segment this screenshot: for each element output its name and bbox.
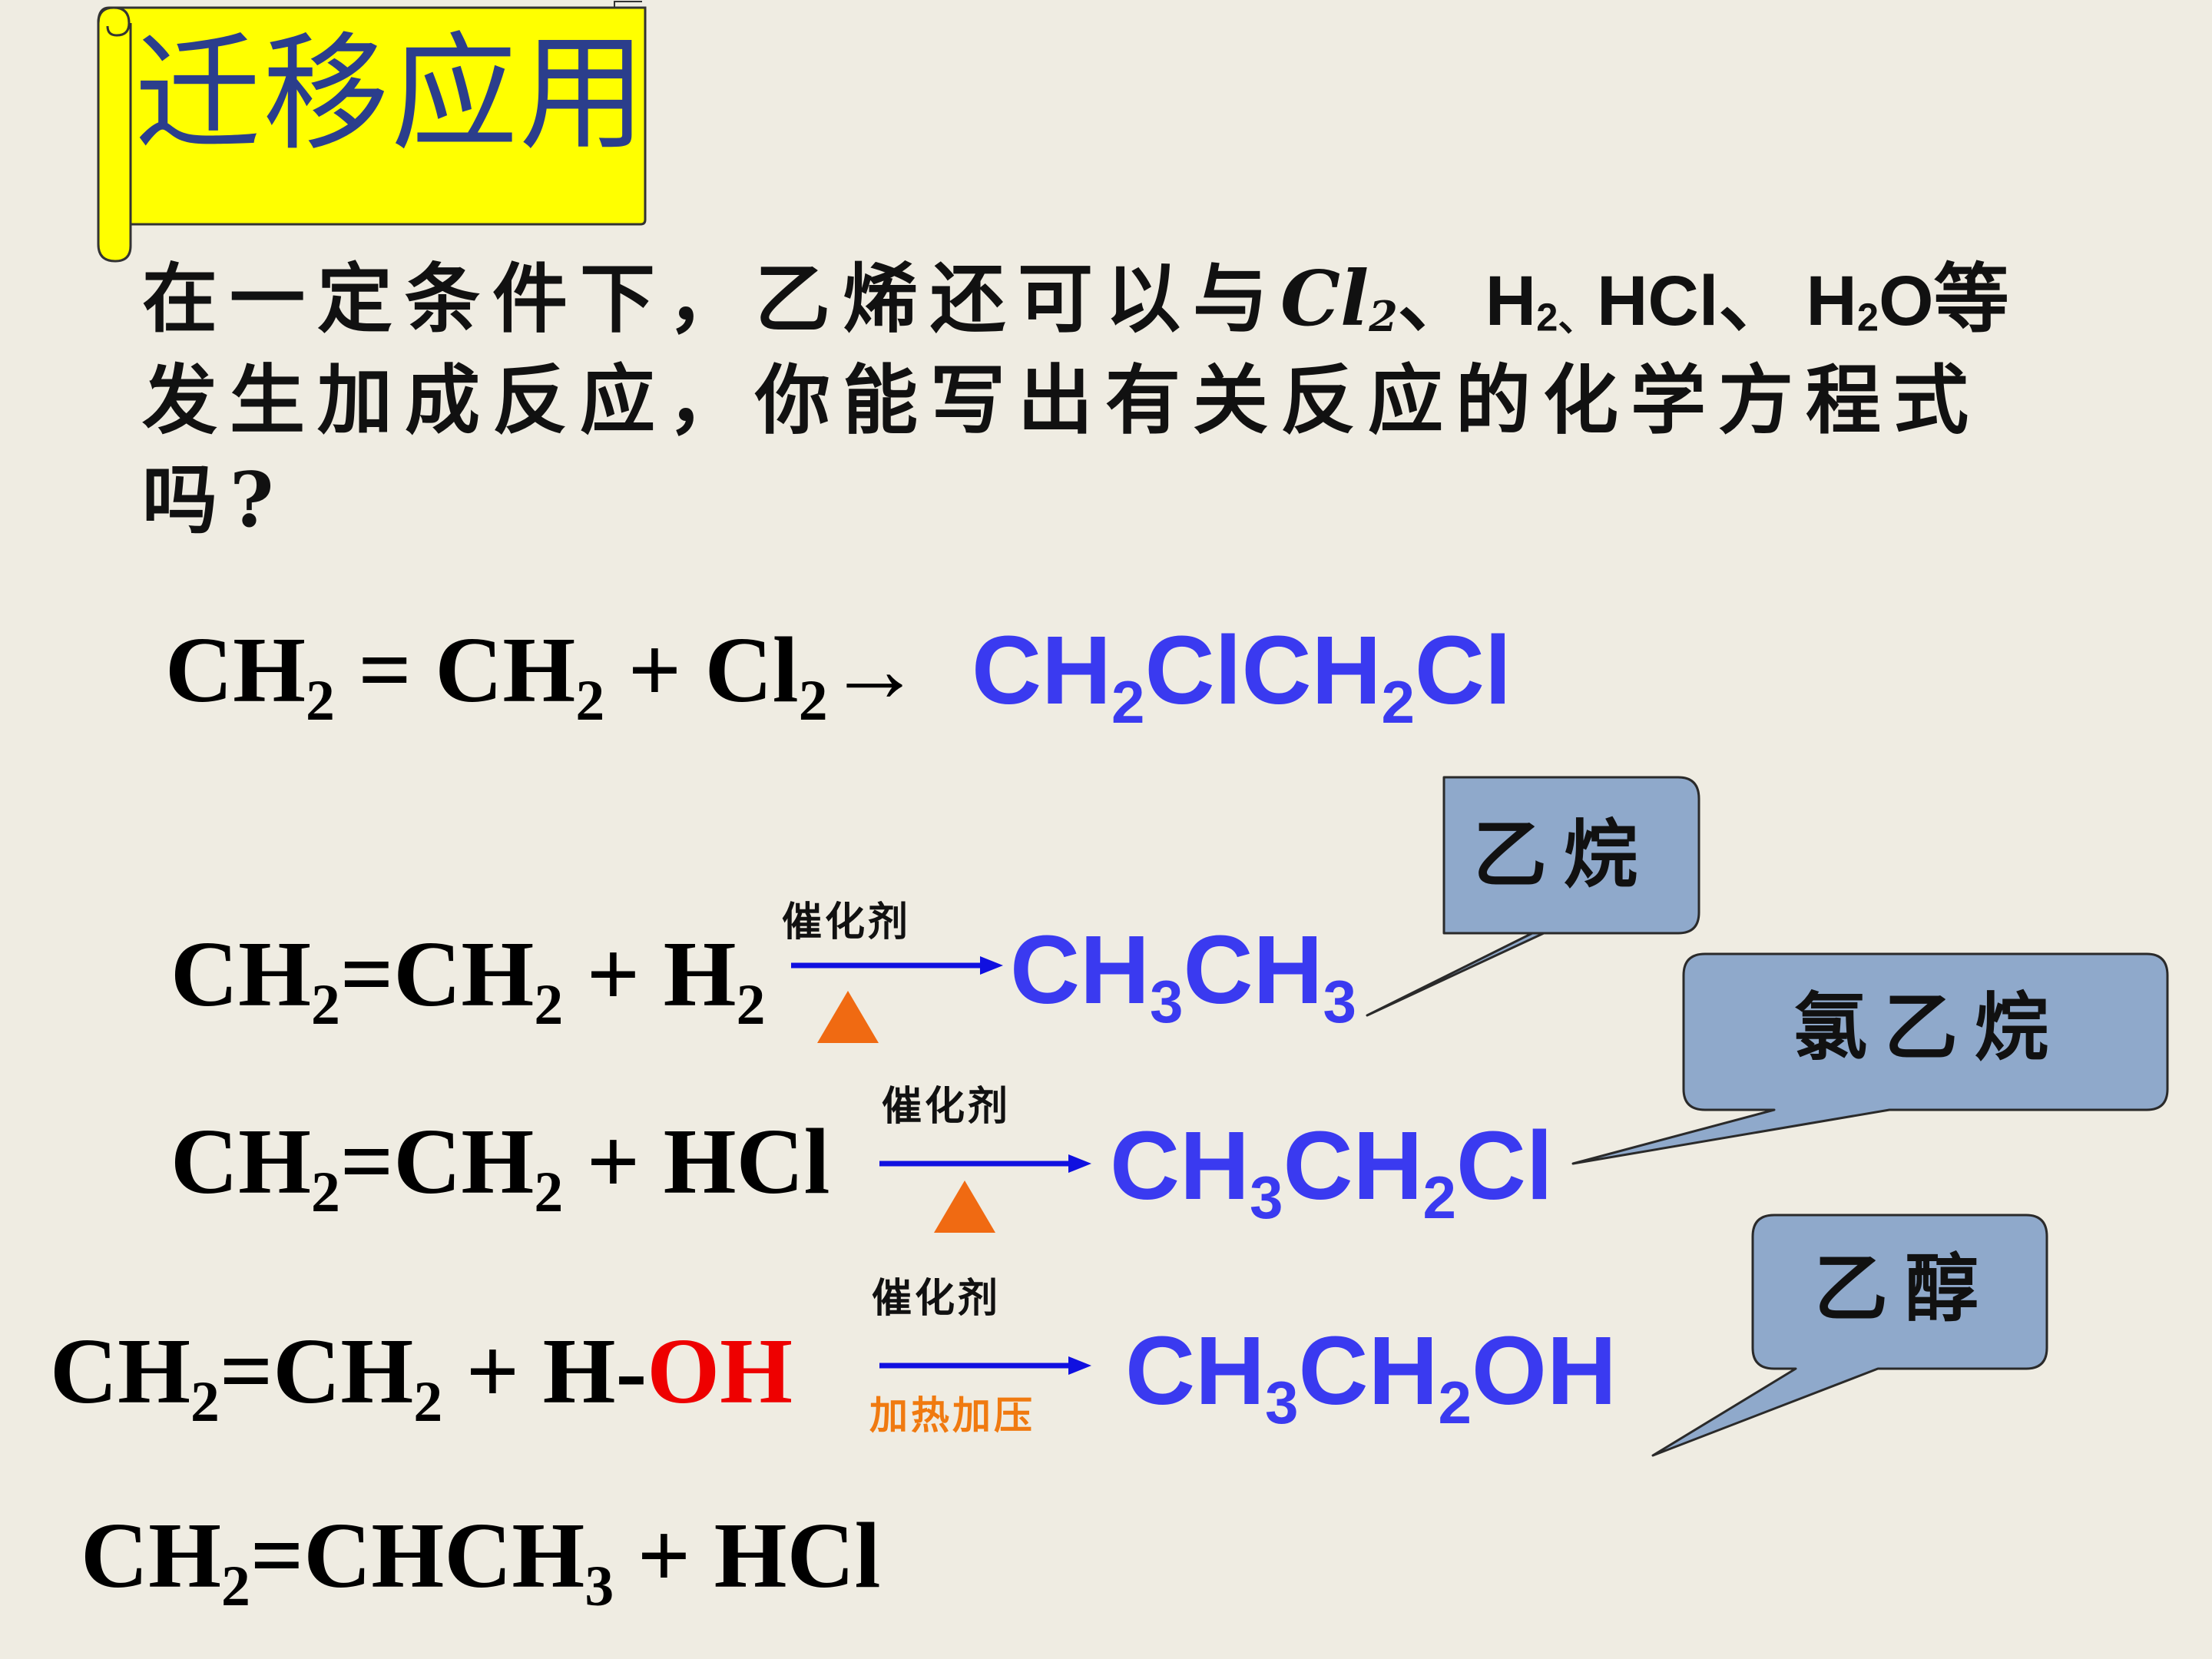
equation-4-reactants: CH2=CH2 + H-OH <box>50 1320 793 1435</box>
equation-4-catalyst-label: 催化剂 <box>872 1276 1002 1322</box>
callout-ethanol-label: 乙醇 <box>1814 1245 1995 1332</box>
equation-3-reactants: CH2=CH2 + HCl <box>171 1110 830 1225</box>
callout-chloroethane-label: 氯乙烷 <box>1793 984 2065 1071</box>
equation-3-product: CH3CH2Cl <box>1110 1111 1553 1231</box>
question-text: 在一定条件下，乙烯还可以与Cl2、H2、HCl、H2O等 发生加成反应，你能写出… <box>142 250 2062 551</box>
question-line-3: 吗? <box>142 456 286 545</box>
equation-2-catalyst-label: 催化剂 <box>782 899 912 945</box>
callout-ethane-label: 乙烷 <box>1473 811 1654 898</box>
equation-2-reactants: CH2=CH2 + H2 <box>171 922 766 1038</box>
question-line-2: 发生加成反应，你能写出有关反应的化学方程式 <box>142 356 1982 445</box>
equation-2-heat-triangle <box>817 991 879 1043</box>
equation-4-arrow <box>879 1356 1091 1375</box>
equation-1-product: CH2ClCH2Cl <box>972 616 1512 736</box>
equation-3-catalyst-label: 催化剂 <box>882 1084 1012 1130</box>
equation-4-product: CH3CH2OH <box>1125 1316 1617 1436</box>
equation-2-product: CH3CH3 <box>1010 916 1356 1035</box>
title-scroll <box>97 1 647 263</box>
equation-3-heat-triangle <box>934 1181 995 1233</box>
equation-5-reactants: CH2=CHCH3 + HCl <box>81 1504 881 1619</box>
equation-1-reactants: CH2 = CH2 + Cl2→ <box>165 618 922 733</box>
page-title: 迁移应用 <box>134 20 647 167</box>
question-line-1: 在一定条件下，乙烯还可以与Cl2、H2、HCl、H2O等 <box>142 255 2022 343</box>
equation-4-heat-pressure-label: 加热加压 <box>869 1393 1035 1438</box>
equation-3-arrow <box>879 1154 1091 1173</box>
equation-2-arrow <box>791 956 1003 975</box>
